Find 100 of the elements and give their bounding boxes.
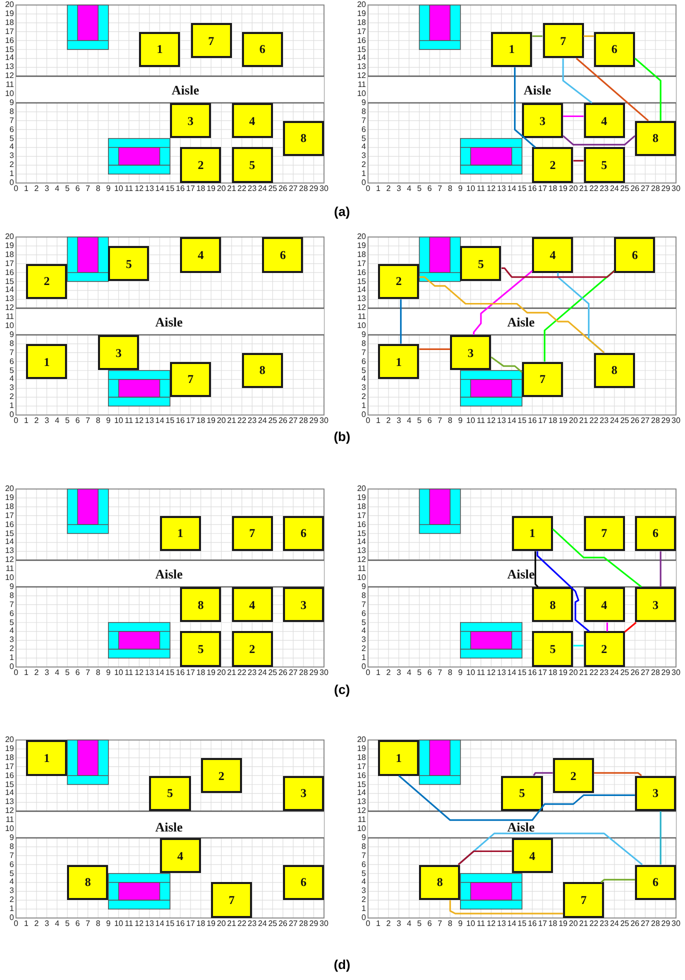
- tick-label: 6: [10, 610, 14, 618]
- route-line: [576, 58, 649, 122]
- tick-label: 11: [6, 565, 14, 574]
- tick-label: 16: [5, 268, 14, 277]
- tick-label: 8: [362, 592, 366, 600]
- tick-label: 21: [579, 669, 588, 677]
- tick-label: 13: [145, 185, 154, 193]
- aisle-label: Aisle: [524, 83, 552, 96]
- storage-block: [532, 237, 574, 273]
- tick-label: 30: [672, 920, 680, 928]
- block-number: 8: [259, 364, 266, 376]
- storage-block: [594, 32, 635, 68]
- block-number: 3: [468, 346, 474, 359]
- route-line: [634, 58, 662, 121]
- tick-label: 20: [216, 185, 226, 193]
- tick-label: 26: [630, 920, 640, 928]
- tick-label: 4: [54, 417, 60, 425]
- tick-label: 2: [386, 417, 391, 425]
- tick-label: 12: [357, 72, 366, 80]
- tick-label: 18: [357, 18, 366, 27]
- tick-label: 10: [357, 574, 366, 582]
- tick-label: 15: [357, 46, 366, 54]
- tick-label: 1: [362, 402, 366, 410]
- tick-label: 6: [10, 126, 14, 134]
- tick-label: 16: [528, 185, 537, 193]
- storage-block: [232, 516, 273, 552]
- tick-label: 0: [14, 417, 18, 425]
- tick-label: 3: [362, 887, 366, 896]
- route-line: [501, 267, 615, 278]
- tick-label: 6: [427, 417, 432, 425]
- tick-label: 3: [362, 384, 366, 392]
- tick-label: 30: [672, 185, 680, 193]
- storage-block: [282, 586, 324, 622]
- tick-label: 16: [176, 920, 185, 928]
- tick-label: 15: [518, 417, 526, 425]
- storage-block: [532, 586, 574, 622]
- storage-block: [522, 362, 564, 398]
- tick-label: 3: [10, 152, 14, 160]
- tick-label: 8: [96, 920, 100, 928]
- tick-label: 0: [366, 417, 370, 425]
- route-line: [398, 775, 635, 821]
- tick-label: 21: [579, 417, 588, 425]
- tick-label: 5: [362, 870, 366, 878]
- storage-block: [282, 864, 324, 900]
- tick-label: 13: [145, 417, 154, 425]
- tick-label: 16: [357, 268, 366, 277]
- tick-label: 10: [5, 825, 14, 833]
- tick-label: 1: [24, 185, 28, 193]
- tick-label: 11: [124, 669, 134, 677]
- tick-label: 12: [357, 556, 366, 564]
- tick-label: 23: [248, 417, 257, 425]
- tick-label: 2: [10, 393, 14, 402]
- block-number: 6: [652, 876, 658, 888]
- storage-block: [512, 516, 553, 552]
- tick-label: 10: [114, 920, 124, 928]
- storage-block: [450, 334, 492, 370]
- tick-label: 20: [568, 417, 578, 425]
- tick-label: 17: [357, 260, 366, 268]
- tick-label: 20: [568, 920, 578, 928]
- tick-label: 8: [96, 417, 100, 425]
- tick-label: 14: [507, 669, 516, 677]
- tick-label: 3: [396, 920, 402, 928]
- tick-label: 2: [362, 393, 366, 402]
- storage-block: [522, 102, 564, 138]
- tick-label: 3: [44, 417, 50, 425]
- tick-label: 10: [5, 90, 14, 98]
- tick-label: 11: [124, 920, 134, 928]
- tick-label: 8: [96, 669, 100, 677]
- tick-label: 28: [651, 669, 660, 677]
- tick-label: 26: [630, 417, 640, 425]
- tick-label: 12: [134, 185, 144, 193]
- tick-label: 1: [10, 905, 14, 914]
- tick-label: 8: [448, 417, 452, 425]
- block-number: 6: [300, 876, 306, 888]
- tick-label: 22: [589, 417, 598, 425]
- tick-label: 7: [10, 116, 14, 125]
- storage-block: [180, 237, 222, 273]
- tick-label: 3: [44, 185, 50, 193]
- tick-label: 3: [44, 669, 50, 677]
- tick-label: 17: [538, 669, 547, 677]
- tick-label: 14: [357, 538, 366, 546]
- storage-block: [378, 740, 420, 776]
- tick-label: 18: [5, 502, 14, 511]
- tick-label: 9: [362, 582, 366, 591]
- tick-label: 1: [376, 669, 380, 677]
- tick-label: 16: [176, 185, 185, 193]
- tick-label: 7: [86, 185, 90, 193]
- block-number: 7: [228, 894, 235, 906]
- route-line: [490, 356, 523, 373]
- tick-label: 2: [362, 896, 366, 904]
- tick-label: 5: [10, 870, 14, 878]
- tick-label: 30: [320, 669, 328, 677]
- tick-label: 9: [362, 834, 366, 842]
- tick-label: 28: [299, 417, 308, 425]
- tick-label: 5: [10, 134, 14, 142]
- tick-label: 6: [75, 185, 80, 193]
- tick-label: 13: [145, 920, 154, 928]
- tick-label: 10: [5, 322, 14, 330]
- block-number: 7: [188, 373, 194, 386]
- tick-label: 19: [558, 185, 568, 193]
